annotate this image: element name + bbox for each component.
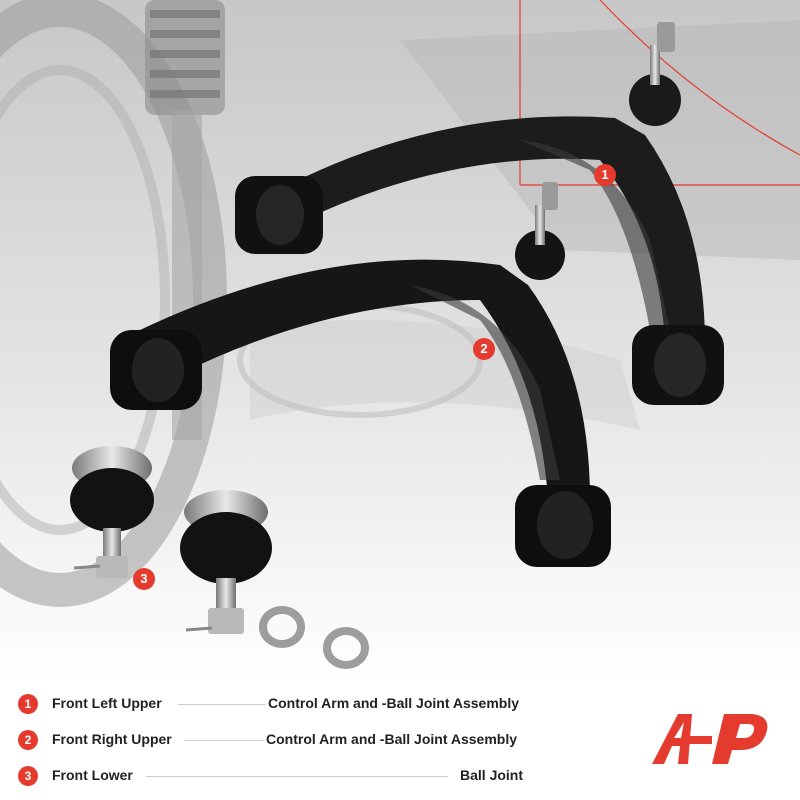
legend-label: Front Left Upper	[52, 695, 162, 711]
legend-description: Control Arm and -Ball Joint Assembly	[268, 695, 519, 711]
legend-number: 2	[18, 730, 38, 750]
legend-label: Front Lower	[52, 767, 133, 783]
product-photo	[0, 0, 800, 680]
legend-description: Ball Joint	[460, 767, 524, 783]
callout-2: 2	[473, 338, 495, 360]
legend-divider	[146, 776, 448, 777]
callout-3: 3	[133, 568, 155, 590]
legend-label: Front Right Upper	[52, 731, 172, 747]
legend-number: 3	[18, 766, 38, 786]
legend-row: 2 Front Right Upper Control Arm and -Bal…	[18, 728, 538, 764]
legend-row: 3 Front Lower Ball Joint	[18, 764, 538, 800]
legend-divider	[178, 704, 266, 705]
legend-number: 1	[18, 694, 38, 714]
legend: 1 Front Left Upper Control Arm and -Ball…	[18, 692, 538, 800]
legend-description: Control Arm and -Ball Joint Assembly	[266, 731, 517, 747]
a-premium-logo-icon	[652, 714, 768, 764]
legend-divider	[184, 740, 264, 741]
callout-1: 1	[594, 164, 616, 186]
legend-row: 1 Front Left Upper Control Arm and -Ball…	[18, 692, 538, 728]
